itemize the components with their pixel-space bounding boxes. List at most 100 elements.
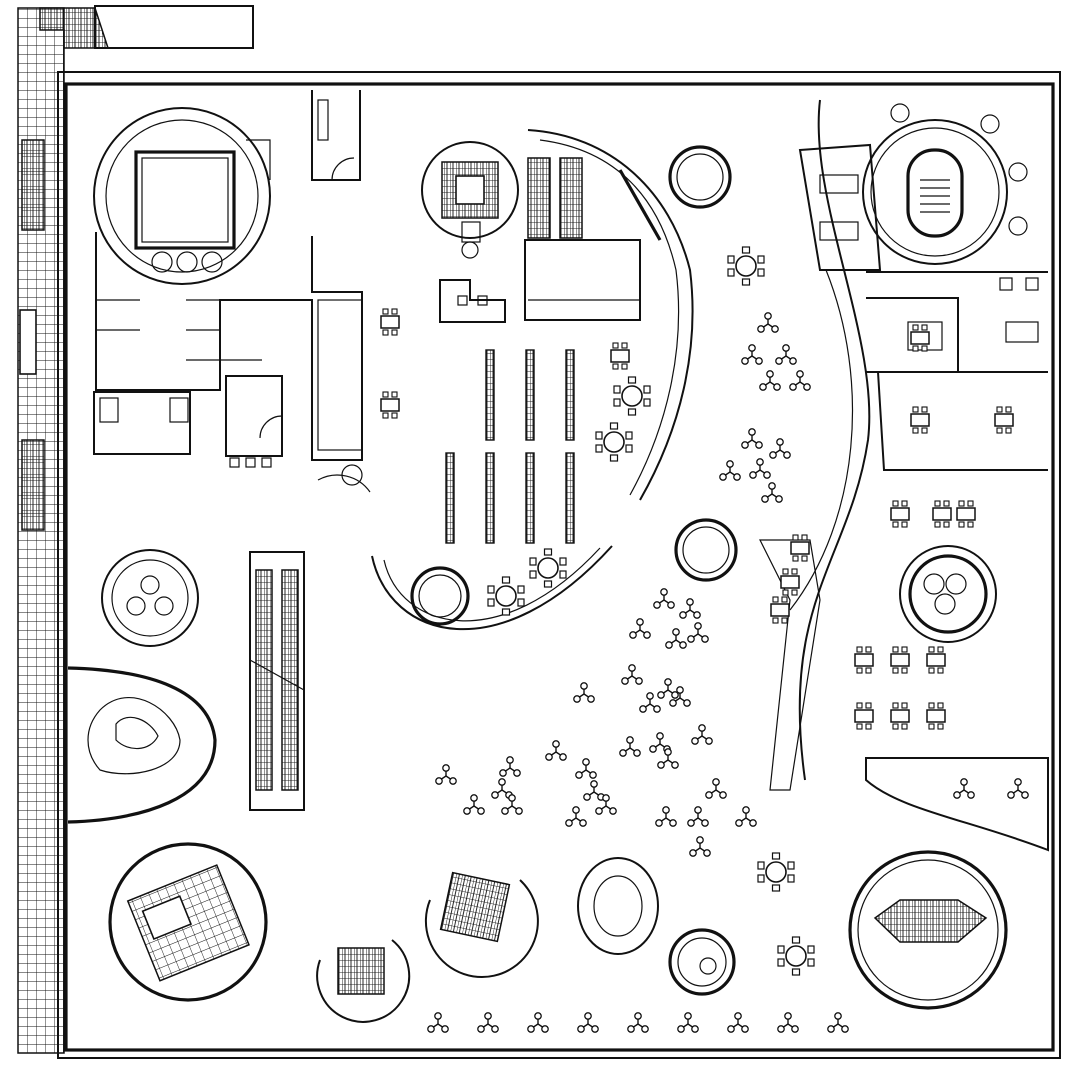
northwest-core	[93, 90, 371, 493]
stair-core-west	[101, 549, 199, 647]
seating-cluster-icon	[953, 778, 975, 799]
stair-core-north	[421, 141, 519, 239]
seating-cluster-icon	[775, 344, 797, 365]
seating-cluster-icon	[777, 1012, 799, 1033]
northeast-rooms	[798, 103, 1048, 471]
seating-cluster-icon	[769, 438, 791, 459]
seating-cluster-icon	[687, 806, 709, 827]
seating-cluster-icon	[657, 678, 679, 699]
auditorium-ring	[848, 850, 1008, 1010]
seating-cluster-icon	[719, 460, 741, 481]
stair-tower-ring	[93, 107, 271, 285]
study-table-icon	[926, 702, 946, 730]
seating-cluster-icon	[501, 794, 523, 815]
lounge-curve	[371, 545, 613, 630]
study-table-icon	[910, 324, 930, 352]
west-column-3	[21, 439, 45, 531]
shelf-unit	[565, 452, 575, 544]
seating-cluster-icon	[639, 692, 661, 713]
seating-cluster-icon	[527, 1012, 549, 1033]
shelf-unit	[485, 349, 495, 441]
seating-cluster-icon	[621, 664, 643, 685]
seating-cluster-icon	[653, 588, 675, 609]
seating-cluster-icon	[827, 1012, 849, 1033]
seating-cluster-icon	[657, 748, 679, 769]
round-table-icon	[727, 246, 765, 286]
conference-ring	[862, 119, 1008, 265]
shelf-unit	[525, 452, 535, 544]
study-table-icon	[890, 500, 910, 528]
study-table-icon	[770, 596, 790, 624]
study-table-icon	[854, 702, 874, 730]
seating-cluster-icon	[627, 1012, 649, 1033]
round-table-icon	[777, 936, 815, 976]
study-table-icon	[780, 568, 800, 596]
seating-cluster-icon	[463, 794, 485, 815]
column-ring-lounge	[410, 566, 470, 626]
southeast-lobe	[865, 757, 1049, 852]
study-table-icon	[932, 500, 952, 528]
study-table-icon	[890, 702, 910, 730]
seating-cluster-icon	[491, 778, 513, 799]
seating-cluster-icon	[499, 756, 521, 777]
curved-ramp	[527, 129, 694, 501]
seating-cluster-icon	[705, 778, 727, 799]
study-table-icon	[956, 500, 976, 528]
stair-core-east	[899, 545, 997, 643]
seating-cluster-icon	[687, 622, 709, 643]
inner-wall	[64, 82, 1055, 1052]
seating-cluster-icon	[565, 806, 587, 827]
seating-cluster-icon	[619, 736, 641, 757]
east-curve	[798, 99, 871, 781]
seating-cluster-icon	[759, 370, 781, 391]
seating-cluster-icon	[575, 758, 597, 779]
study-table-icon	[610, 342, 630, 370]
study-table-icon	[380, 391, 400, 419]
seating-cluster-icon	[789, 370, 811, 391]
central-north	[421, 129, 732, 501]
round-table-icon	[595, 422, 633, 462]
shelf-unit	[525, 349, 535, 441]
west-column-1	[19, 309, 37, 375]
outer-wall	[57, 71, 1061, 1059]
seating-cluster-icon	[435, 764, 457, 785]
seating-cluster-icon	[741, 344, 763, 365]
seating-cluster-icon	[741, 428, 763, 449]
seating-cluster-icon	[749, 458, 771, 479]
seating-cluster-icon	[735, 806, 757, 827]
shelf-unit	[485, 452, 495, 544]
shelf-unit	[445, 452, 455, 544]
study-table-icon	[854, 646, 874, 674]
oval-table	[577, 857, 659, 955]
elevator-shaft	[134, 150, 236, 250]
west-zones	[67, 549, 539, 1023]
seating-cluster-icon	[629, 618, 651, 639]
seating-cluster-icon	[689, 836, 711, 857]
seating-cluster-icon	[1007, 778, 1029, 799]
study-table-icon	[890, 646, 910, 674]
round-table-icon	[529, 548, 567, 588]
west-column-2	[21, 139, 45, 231]
seating-cluster-icon	[665, 628, 687, 649]
seating-cluster-icon	[577, 1012, 599, 1033]
study-table-icon	[380, 308, 400, 336]
study-table-icon	[790, 534, 810, 562]
study-table-icon	[994, 406, 1014, 434]
column-ring-south	[668, 928, 736, 996]
escalator	[249, 551, 305, 811]
column-ring-center	[674, 518, 738, 582]
seating-cluster-icon	[477, 1012, 499, 1033]
column-ring-north	[668, 145, 732, 209]
round-table-icon	[613, 376, 651, 416]
seating-cluster-icon	[727, 1012, 749, 1033]
building-envelope	[17, 5, 1061, 1059]
seminar-lobe	[67, 666, 217, 824]
seating-cluster-icon	[583, 780, 605, 801]
seating-cluster-icon	[427, 1012, 449, 1033]
stair-core-southwest	[108, 842, 268, 1002]
entry-canopy	[94, 5, 254, 49]
shelf-unit	[565, 349, 575, 441]
seating-cluster-icon	[757, 312, 779, 333]
seating-cluster-icon	[545, 740, 567, 761]
